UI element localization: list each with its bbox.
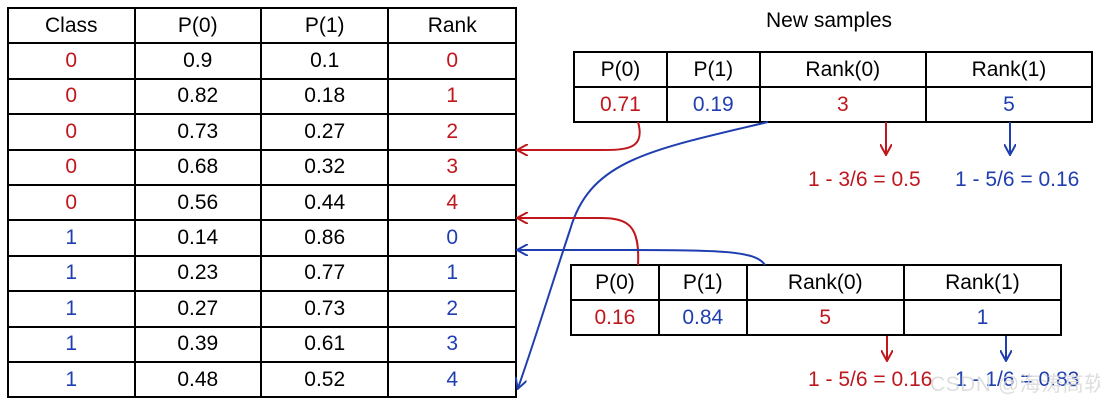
row-p1-cell: 0.61: [259, 325, 390, 363]
header-rank: Rank: [387, 6, 517, 45]
row-rank-cell: 0: [387, 219, 517, 257]
row-class-cell: 1: [7, 290, 136, 328]
sample-a-rank0: 3: [758, 86, 927, 123]
new-samples-title: New samples: [766, 9, 893, 32]
sample-b-p1: 0.84: [657, 299, 748, 336]
row-p1-cell: 0.27: [259, 113, 390, 151]
sample-b-value-row: 0.16 0.84 5 1: [570, 299, 1063, 336]
row-class-cell: 0: [7, 113, 136, 151]
row-p0-cell: 0.9: [133, 42, 263, 80]
sample-b-rank0: 5: [745, 299, 905, 336]
row-p0-cell: 0.39: [133, 325, 263, 363]
row-class-cell: 1: [7, 360, 136, 399]
row-p0-cell: 0.48: [133, 360, 263, 399]
new-sample-a-table: P(0) P(1) Rank(0) Rank(1) 0.71 0.19 3 5: [573, 51, 1094, 123]
header-p1: P(1): [259, 6, 390, 45]
row-p0-cell: 0.27: [133, 290, 263, 328]
row-p1-cell: 0.32: [259, 148, 390, 186]
sample-a-formula-1: 1 - 5/6 = 0.16: [955, 168, 1080, 191]
row-p0-cell: 0.68: [133, 148, 263, 186]
row-rank-cell: 2: [387, 290, 517, 328]
row-p1-cell: 0.86: [259, 219, 390, 257]
row-p1-cell: 0.18: [259, 77, 390, 116]
header-class: Class: [7, 6, 136, 45]
row-rank-cell: 3: [387, 325, 517, 363]
row-p1-cell: 0.52: [259, 360, 390, 399]
sample-a-rank1: 5: [924, 86, 1094, 123]
arrow-sample-b-p1: [518, 250, 766, 266]
row-p0-cell: 0.56: [133, 183, 263, 222]
sample-a-header-p1: P(1): [665, 51, 761, 88]
sample-a-header-row: P(0) P(1) Rank(0) Rank(1): [573, 51, 1094, 88]
new-sample-b-table: P(0) P(1) Rank(0) Rank(1) 0.16 0.84 5 1: [570, 264, 1063, 336]
sample-a-header-rank0: Rank(0): [758, 51, 927, 88]
row-class-cell: 1: [7, 254, 136, 293]
sample-b-header-rank0: Rank(0): [745, 264, 905, 301]
row-class-cell: 1: [7, 219, 136, 257]
row-class-cell: 0: [7, 77, 136, 116]
watermark: CSDN @海涛高软: [930, 373, 1100, 396]
row-rank-cell: 4: [387, 360, 517, 399]
sample-b-formula-1: 1 - 1/6 = 0.83: [955, 368, 1080, 391]
sample-a-p0: 0.71: [573, 86, 668, 123]
arrow-sample-a-p0: [518, 121, 641, 150]
sample-a-value-row: 0.71 0.19 3 5: [573, 86, 1094, 123]
table-header-row: Class P(0) P(1) Rank: [7, 6, 517, 45]
header-p0: P(0): [133, 6, 263, 45]
row-class-cell: 0: [7, 183, 136, 222]
row-p0-cell: 0.82: [133, 77, 263, 116]
row-rank-cell: 0: [387, 42, 517, 80]
row-p0-cell: 0.23: [133, 254, 263, 293]
row-p1-cell: 0.44: [259, 183, 390, 222]
row-p1-cell: 0.73: [259, 290, 390, 328]
sample-a-p1: 0.19: [665, 86, 761, 123]
row-rank-cell: 3: [387, 148, 517, 186]
row-rank-cell: 2: [387, 113, 517, 151]
row-class-cell: 0: [7, 42, 136, 80]
sample-b-p0: 0.16: [570, 299, 660, 336]
sample-a-header-rank1: Rank(1): [924, 51, 1094, 88]
row-rank-cell: 1: [387, 254, 517, 293]
row-p0-cell: 0.14: [133, 219, 263, 257]
row-rank-cell: 1: [387, 77, 517, 116]
sample-b-header-row: P(0) P(1) Rank(0) Rank(1): [570, 264, 1063, 301]
arrow-sample-b-p0: [518, 218, 640, 266]
arrow-sample-a-p1: [518, 121, 769, 388]
row-p1-cell: 0.77: [259, 254, 390, 293]
sample-b-header-rank1: Rank(1): [902, 264, 1063, 301]
sample-b-rank1: 1: [902, 299, 1063, 336]
sample-a-formula-0: 1 - 3/6 = 0.5: [808, 168, 921, 191]
row-class-cell: 0: [7, 148, 136, 186]
row-rank-cell: 4: [387, 183, 517, 222]
sample-a-header-p0: P(0): [573, 51, 668, 88]
sample-b-header-p0: P(0): [570, 264, 660, 301]
row-p1-cell: 0.1: [259, 42, 390, 80]
row-class-cell: 1: [7, 325, 136, 363]
sample-b-formula-0: 1 - 5/6 = 0.16: [808, 368, 933, 391]
row-p0-cell: 0.73: [133, 113, 263, 151]
sample-b-header-p1: P(1): [657, 264, 748, 301]
